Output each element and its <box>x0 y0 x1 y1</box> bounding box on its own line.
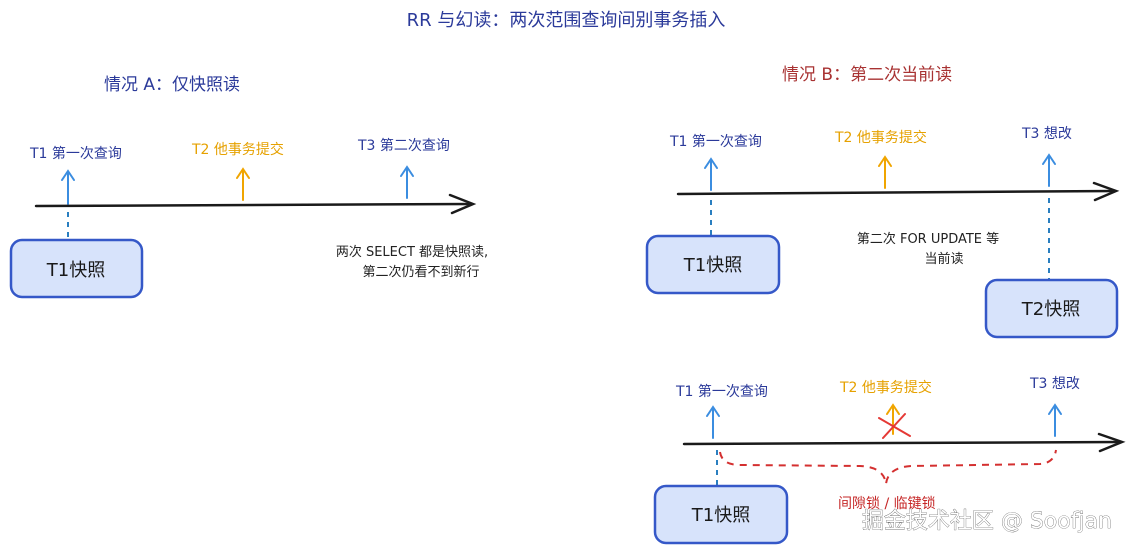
case-c-box-label: T1快照 <box>691 505 750 526</box>
case-a-t3-label: T3 第二次查询 <box>357 137 450 154</box>
case-b-t2-label: T2 他事务提交 <box>834 129 927 146</box>
case-b-t3-label: T3 想改 <box>1021 126 1072 142</box>
case-c-t3-label: T3 想改 <box>1029 376 1080 392</box>
case-a-t1-snapshot-box: T1快照 <box>9 238 144 299</box>
case-b-box-t1-label: T1快照 <box>683 255 742 276</box>
case-b-t1-snapshot-box: T1快照 <box>645 234 781 295</box>
case-b-timeline <box>676 181 1120 202</box>
case-a-heading: 情况 A：仅快照读 <box>104 75 240 95</box>
case-a-note-line2: 第二次仍看不到新行 <box>362 264 479 280</box>
case-a-t2-arrow-icon <box>236 167 250 201</box>
case-c-t2-arrow-icon <box>886 403 900 435</box>
case-b-box-t2-label: T2快照 <box>1021 299 1080 320</box>
case-a-panel: 情况 A：仅快照读 T1 第一次查询 T2 他事务提交 T3 第二次查询 T1快… <box>9 75 488 299</box>
case-c-timeline <box>682 432 1126 453</box>
case-c-gap-lock-range <box>719 449 1057 485</box>
case-b-panel: 情况 B：第二次当前读 T1 第一次查询 T2 他事务提交 T3 想改 第二次 … <box>645 65 1120 339</box>
case-b-t2-arrow-icon <box>878 155 892 189</box>
case-c-t1-snapshot-box: T1快照 <box>653 484 789 545</box>
case-b-heading: 情况 B：第二次当前读 <box>782 65 952 85</box>
case-c-t1-arrow-icon <box>706 405 720 439</box>
case-a-t1-label: T1 第一次查询 <box>29 145 122 162</box>
case-c-t2-label: T2 他事务提交 <box>839 379 932 396</box>
case-b-t1-arrow-icon <box>704 157 718 191</box>
case-a-t3-arrow-icon <box>400 165 414 199</box>
case-b-t3-arrow-icon <box>1042 153 1056 187</box>
watermark: 掘金技术社区 @ Soofjan <box>862 509 1112 534</box>
case-c-t1-label: T1 第一次查询 <box>675 383 768 400</box>
case-a-t2-label: T2 他事务提交 <box>191 141 284 158</box>
case-c-blocked-x-icon <box>878 413 911 439</box>
case-c-lock-label: 间隙锁 / 临键锁 <box>838 496 936 512</box>
case-a-timeline <box>34 193 477 215</box>
diagram-title: RR 与幻读：两次范围查询间别事务插入 <box>407 10 726 31</box>
case-c-t3-arrow-icon <box>1048 403 1062 437</box>
case-b-t2-snapshot-box: T2快照 <box>984 278 1119 339</box>
case-b-note-line2: 当前读 <box>924 251 963 267</box>
case-c-panel: T1 第一次查询 T2 他事务提交 T3 想改 间隙锁 / 临键锁 T1快照 <box>653 376 1126 545</box>
case-b-note-line1: 第二次 FOR UPDATE 等 <box>857 231 999 247</box>
case-a-box-label: T1快照 <box>46 260 105 281</box>
case-b-t1-label: T1 第一次查询 <box>669 133 762 150</box>
case-a-note-line1: 两次 SELECT 都是快照读, <box>336 244 488 260</box>
case-a-t1-arrow-icon <box>61 169 75 205</box>
